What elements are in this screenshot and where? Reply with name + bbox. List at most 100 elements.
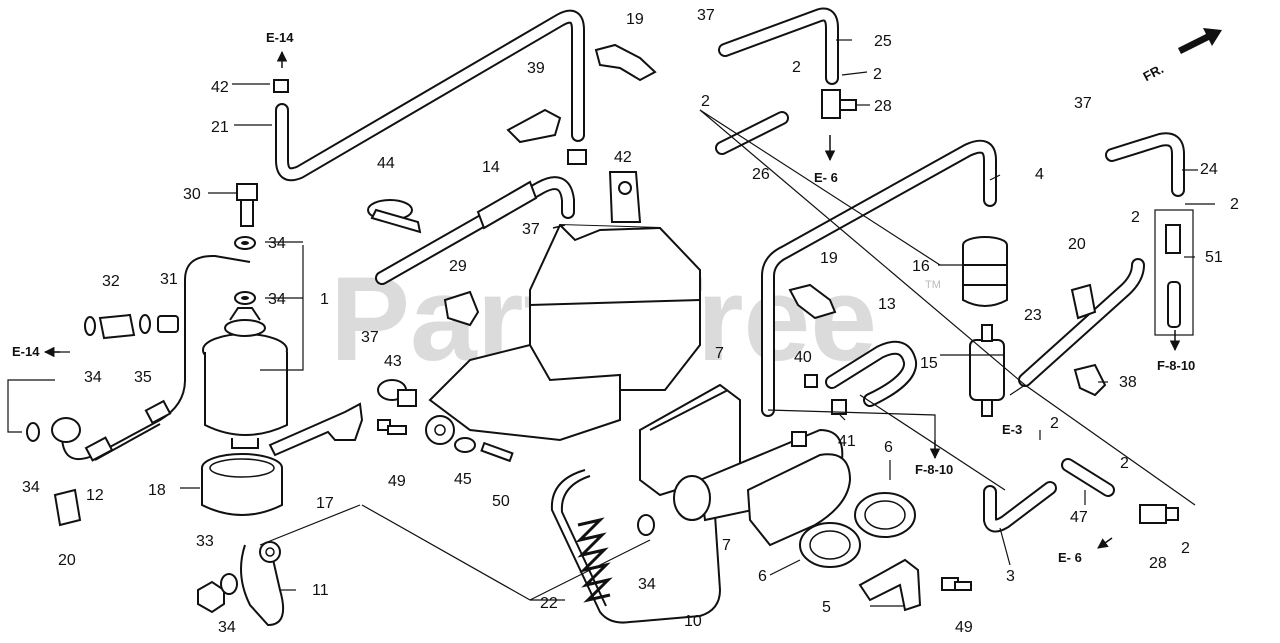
hose-13 xyxy=(825,340,917,407)
callout-14: 14 xyxy=(482,159,500,176)
clip-44 xyxy=(367,199,422,234)
ref-e14-left: E-14 xyxy=(12,344,40,359)
hose-4 xyxy=(761,139,997,417)
hose-25 xyxy=(718,7,839,85)
rubber-sleeve-6-lower xyxy=(799,522,861,568)
callout-2: 2 xyxy=(1230,196,1239,213)
bolt-49-right xyxy=(941,577,972,591)
clamp-20-left xyxy=(53,488,82,527)
callout-19: 19 xyxy=(820,250,838,267)
fr-arrow-icon xyxy=(1178,28,1222,54)
clamp-39 xyxy=(506,108,562,144)
bracket-17 xyxy=(268,402,364,457)
callout-37: 37 xyxy=(361,329,379,346)
hose-26 xyxy=(715,111,789,155)
callout-34: 34 xyxy=(268,291,286,308)
washer-34-mid xyxy=(234,291,256,305)
callout-5: 5 xyxy=(822,599,831,616)
filter-strainer-16 xyxy=(962,236,1008,307)
callout-28: 28 xyxy=(1149,555,1167,572)
washer-34-left xyxy=(26,422,40,442)
bolt-30 xyxy=(236,183,258,227)
callout-6: 6 xyxy=(758,568,767,585)
callout-labels: 1 2 2 2 2 2 2 2 2 3 4 5 6 6 7 7 10 11 12… xyxy=(22,7,1239,636)
callout-32: 32 xyxy=(102,273,120,290)
grommet-43 xyxy=(377,379,417,407)
callout-7: 7 xyxy=(722,537,731,554)
fuel-tank-assembly xyxy=(425,171,701,445)
reference-arrows xyxy=(43,50,1181,549)
clamp-29 xyxy=(443,290,480,327)
ref-e14-top: E-14 xyxy=(266,30,294,45)
clamp-19-mid xyxy=(788,283,837,320)
callout-17: 17 xyxy=(316,495,334,512)
callout-6: 6 xyxy=(884,439,893,456)
callout-21: 21 xyxy=(211,119,229,136)
joint-28-bottom xyxy=(1139,504,1179,524)
clamp-19-top xyxy=(594,43,657,82)
callout-12: 12 xyxy=(86,487,104,504)
bolt-50 xyxy=(480,441,514,463)
clip-20-right xyxy=(1070,283,1097,320)
hose-23 xyxy=(1018,258,1145,387)
callout-44: 44 xyxy=(377,155,395,172)
callout-3: 3 xyxy=(1006,568,1015,585)
callout-50: 50 xyxy=(492,493,510,510)
callout-47: 47 xyxy=(1070,509,1088,526)
callout-11: 11 xyxy=(312,582,329,599)
callout-2: 2 xyxy=(1181,540,1190,557)
wire-11 xyxy=(240,541,284,627)
fuel-filter-housing-1 xyxy=(202,307,288,449)
ref-e6-right: E- 6 xyxy=(1058,550,1082,565)
callout-37: 37 xyxy=(522,221,540,238)
callout-2: 2 xyxy=(1050,415,1059,432)
banjo-fitting-12 xyxy=(51,417,81,443)
callout-4: 4 xyxy=(1035,166,1044,183)
callout-40: 40 xyxy=(794,349,812,366)
rubber-sleeve-6-upper xyxy=(854,492,916,538)
callout-37: 37 xyxy=(697,7,715,24)
callout-42: 42 xyxy=(614,149,632,166)
callout-34: 34 xyxy=(638,576,656,593)
callout-37: 37 xyxy=(1074,95,1092,112)
callout-24: 24 xyxy=(1200,161,1218,178)
callout-33: 33 xyxy=(196,533,214,550)
callout-26: 26 xyxy=(752,166,770,183)
callout-22: 22 xyxy=(540,595,558,612)
fr-label: FR. xyxy=(1140,61,1166,84)
callout-7: 7 xyxy=(715,345,724,362)
callout-10: 10 xyxy=(684,613,702,630)
callout-2: 2 xyxy=(873,66,882,83)
washer-45 xyxy=(454,437,476,453)
front-direction-indicator: FR. xyxy=(1140,28,1222,84)
callout-45: 45 xyxy=(454,471,472,488)
ref-e3: E-3 xyxy=(1002,422,1022,437)
filter-ring-18 xyxy=(201,453,283,516)
callout-2: 2 xyxy=(701,93,710,110)
fitting-42 xyxy=(273,79,587,165)
callout-34: 34 xyxy=(22,479,40,496)
joint-28-top xyxy=(821,89,857,119)
callout-25: 25 xyxy=(874,33,892,50)
spring-guard-22 xyxy=(575,517,613,603)
callout-16: 16 xyxy=(912,258,930,275)
callout-2: 2 xyxy=(1120,455,1129,472)
callout-13: 13 xyxy=(878,296,896,313)
hose-21 xyxy=(275,9,585,182)
callout-49: 49 xyxy=(388,473,406,490)
callout-42: 42 xyxy=(211,79,229,96)
callout-34: 34 xyxy=(268,235,286,252)
callout-38: 38 xyxy=(1119,374,1137,391)
hose-14 xyxy=(375,176,575,285)
callout-28: 28 xyxy=(874,98,892,115)
callout-30: 30 xyxy=(183,186,201,203)
callout-39: 39 xyxy=(527,60,545,77)
callout-20: 20 xyxy=(58,552,76,569)
nut-33 xyxy=(197,573,238,614)
washer-34-bottom xyxy=(637,514,655,536)
watermark-tm: TM xyxy=(925,279,941,291)
callout-51: 51 xyxy=(1205,249,1223,266)
callout-43: 43 xyxy=(384,353,402,370)
fuel-line-12 xyxy=(60,254,251,462)
ref-f810-mid: F-8-10 xyxy=(915,462,953,477)
